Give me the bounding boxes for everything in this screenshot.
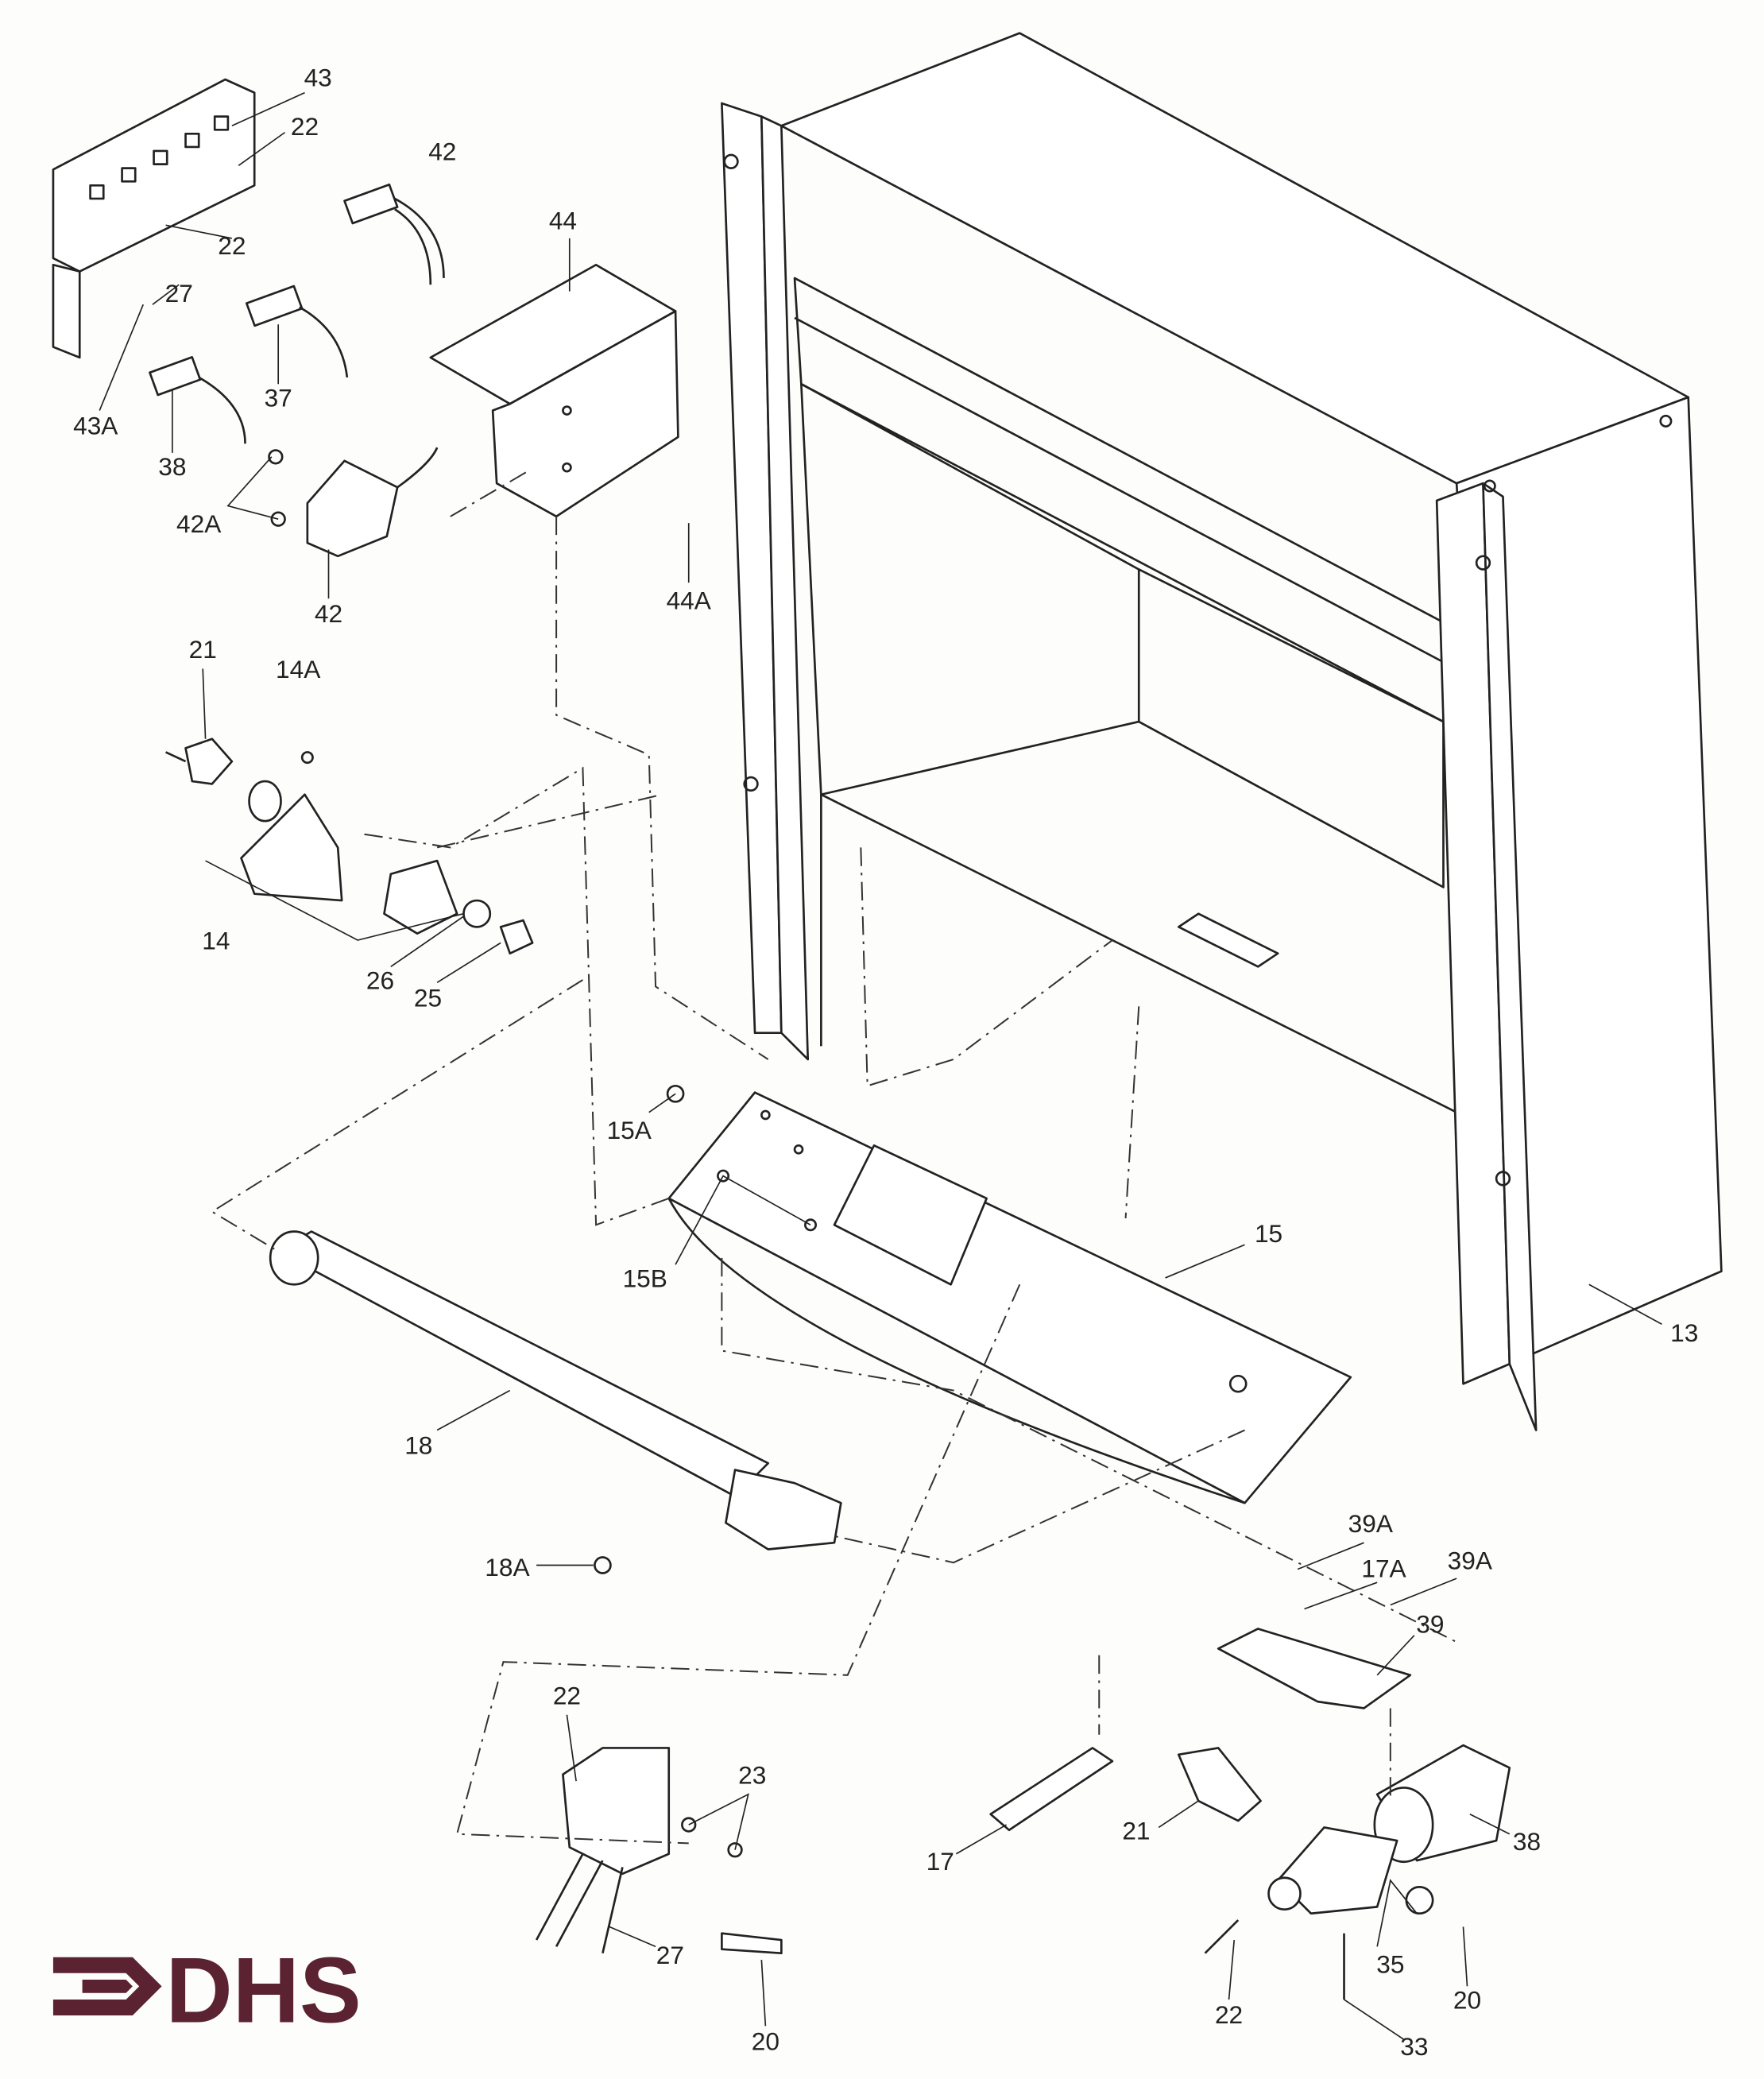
callout-label: 25 <box>414 983 442 1012</box>
callout-label: 21 <box>189 635 217 664</box>
callout-label: 39 <box>1416 1610 1444 1639</box>
callout-label: 22 <box>218 231 246 260</box>
assembly-lines <box>210 469 1457 1845</box>
callout-label: 20 <box>1453 1986 1481 2015</box>
burner-tube-18 <box>269 1230 842 1574</box>
callout-label: 15A <box>607 1116 652 1144</box>
callout-label: 44A <box>667 586 712 614</box>
callout-label: 26 <box>366 966 394 995</box>
callout-labels: 43 22 42 44 22 27 37 43A 38 42A 42 44A 2… <box>73 63 1698 2061</box>
callout-label: 42 <box>315 599 342 628</box>
dhs-logo: DHS <box>52 1938 362 2042</box>
callout-label: 35 <box>1376 1950 1404 1979</box>
callout-label: 13 <box>1670 1318 1698 1347</box>
callout-label: 39A <box>1448 1547 1493 1575</box>
callout-label: 22 <box>1215 2000 1243 2029</box>
callout-label: 17 <box>926 1847 954 1876</box>
callout-label: 43A <box>73 412 118 440</box>
bracket-44 <box>429 263 679 518</box>
callout-label: 27 <box>656 1941 684 1969</box>
callout-label: 38 <box>1513 1827 1541 1856</box>
leader-lines <box>99 91 1662 2040</box>
callout-label: 21 <box>1122 1816 1150 1845</box>
callout-label: 23 <box>738 1760 766 1789</box>
pilot-assembly <box>535 1747 783 1955</box>
callout-label: 15 <box>1255 1219 1282 1248</box>
callout-label: 33 <box>1400 2032 1428 2061</box>
gas-fittings-14 <box>164 738 534 955</box>
callout-label: 22 <box>291 112 319 141</box>
callout-label: 14A <box>276 655 321 683</box>
callout-label: 14 <box>202 927 230 955</box>
logo-text: DHS <box>166 1938 362 2042</box>
firebox-13 <box>721 32 1723 1431</box>
burner-plate-15 <box>666 1084 1352 1504</box>
callout-label: 18A <box>485 1553 530 1582</box>
ignition-module-43 <box>52 78 256 359</box>
valve-assembly <box>989 1628 1511 2000</box>
callout-label: 15B <box>623 1264 667 1293</box>
callout-label: 42A <box>176 509 222 538</box>
callout-label: 22 <box>553 1681 581 1709</box>
callout-label: 43 <box>304 63 332 91</box>
callout-label: 20 <box>752 2027 779 2055</box>
callout-label: 44 <box>549 206 577 234</box>
callout-label: 17A <box>1361 1554 1406 1583</box>
callout-label: 39A <box>1348 1509 1394 1538</box>
callout-label: 42 <box>428 137 456 166</box>
callout-label: 38 <box>158 452 186 481</box>
callout-label: 18 <box>404 1431 432 1460</box>
callout-label: 37 <box>265 384 292 412</box>
callout-label: 27 <box>165 279 193 308</box>
wire-connectors <box>149 183 445 558</box>
